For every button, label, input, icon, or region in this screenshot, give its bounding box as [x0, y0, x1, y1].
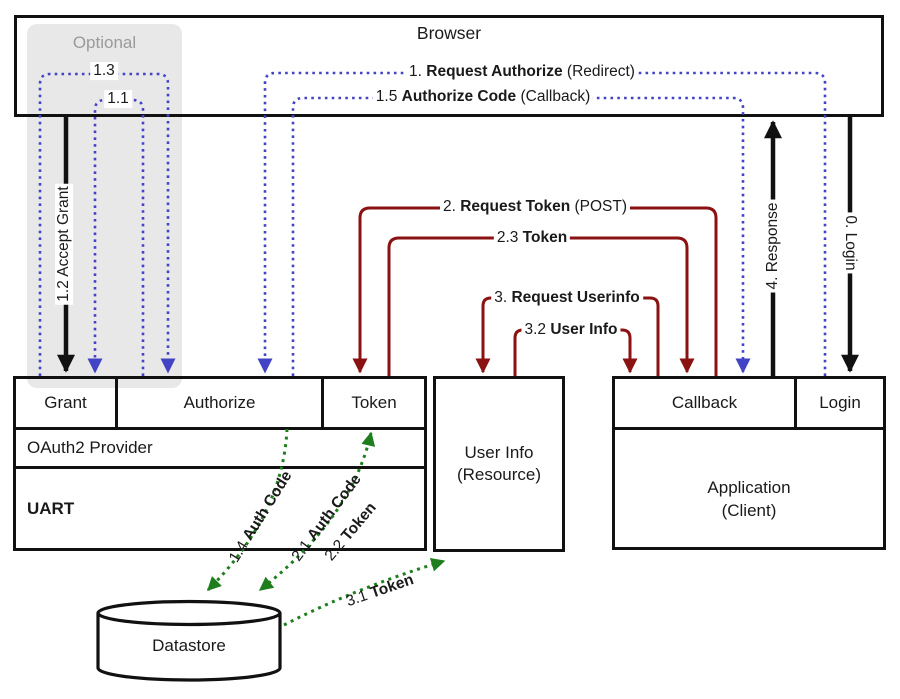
- oauth2-provider-box: Grant Authorize Token OAuth2 Provider UA…: [13, 376, 427, 551]
- token-box: Token: [324, 379, 424, 427]
- callback-label: Callback: [671, 393, 738, 412]
- application-box: Callback Login Application (Client): [612, 376, 886, 550]
- authorize-label: Authorize: [183, 393, 256, 412]
- edge-label-2-3-token: 2.3 Token: [493, 229, 571, 247]
- browser-label: Browser: [416, 23, 482, 43]
- oauth2-provider-row: OAuth2 Provider: [16, 430, 424, 469]
- uart-label: UART: [27, 498, 75, 518]
- oauth2-provider-label: OAuth2 Provider: [27, 438, 153, 457]
- optional-region: Optional: [27, 24, 182, 388]
- datastore-label: Datastore: [152, 636, 226, 655]
- uart-row: UART: [16, 469, 424, 548]
- edge-label-3-2-user-info: 3.2 User Info: [521, 321, 621, 339]
- edge-line-2-3-token: [387, 236, 695, 376]
- application-label-line1: Application: [707, 478, 791, 498]
- edge-label-2-request-token: 2. Request Token (POST): [439, 198, 631, 216]
- edge-line-1-5-authorize-code: [291, 96, 751, 376]
- grant-label: Grant: [44, 393, 87, 412]
- provider-endpoints-row: Grant Authorize Token: [16, 379, 424, 430]
- optional-label: Optional: [72, 33, 137, 52]
- edge-label-3-request-userinfo: 3. Request Userinfo: [491, 289, 643, 307]
- login-label: Login: [819, 393, 861, 412]
- edge-line-3-1-token: [283, 557, 446, 627]
- edge-label-1-2-accept-grant: 1.2 Accept Grant: [55, 183, 73, 305]
- grant-box: Grant: [16, 379, 118, 427]
- login-box: Login: [797, 379, 883, 427]
- application-label-line2: (Client): [721, 500, 777, 520]
- user-info-label-line2: (Resource): [456, 465, 542, 484]
- callback-box: Callback: [615, 379, 797, 427]
- edge-label-4-response: 4. Response: [764, 199, 782, 293]
- token-label: Token: [351, 393, 397, 412]
- user-info-label-line1: User Info: [464, 442, 534, 462]
- datastore-top-rim: [96, 599, 282, 627]
- user-info-box: User Info (Resource): [433, 376, 565, 552]
- application-endpoints-row: Callback Login: [615, 379, 883, 430]
- edge-label-0-login: 0. Login: [841, 212, 859, 274]
- application-body: Application (Client): [615, 430, 883, 547]
- edge-line-1-1: [87, 98, 145, 376]
- edge-label-1-5-authorize-code: 1.5 Authorize Code (Callback): [372, 88, 594, 106]
- datastore-shape: [96, 613, 282, 682]
- edge-line-2-1-2-2-token-datastore: [258, 431, 376, 592]
- edge-label-1-3: 1.3: [90, 62, 118, 80]
- edge-label-1-1: 1.1: [104, 90, 132, 108]
- browser-box: Browser: [14, 15, 884, 117]
- authorize-box: Authorize: [118, 379, 324, 427]
- edge-label-1-request-authorize: 1. Request Authorize (Redirect): [406, 63, 638, 81]
